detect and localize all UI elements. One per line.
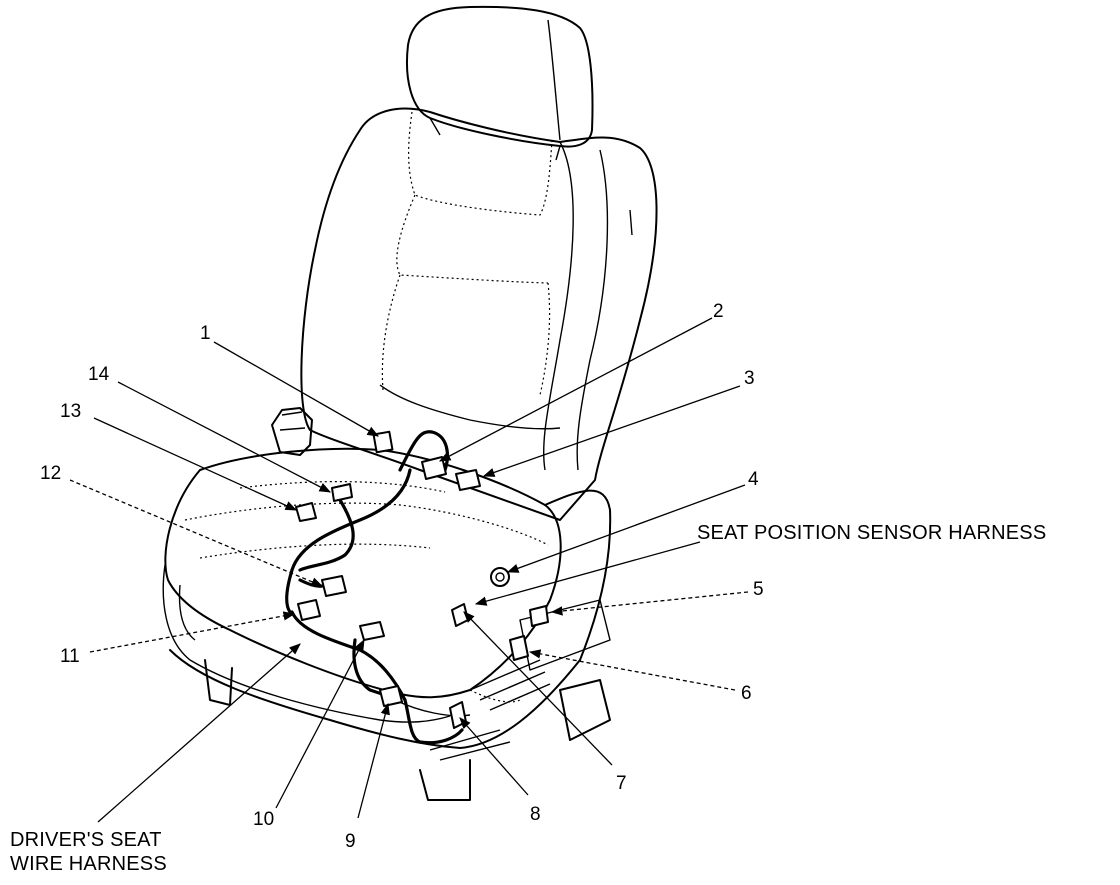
connector-12 — [321, 575, 347, 597]
callout-3: 3 — [744, 368, 755, 389]
callout-labels: 1 2 3 4 SEAT POSITION SENSOR HARNESS 5 6… — [10, 301, 1046, 875]
seat-illustration — [162, 5, 658, 801]
leader-lines — [69, 317, 749, 823]
connectors — [295, 430, 549, 729]
callout-1: 1 — [200, 323, 211, 344]
headrest — [406, 5, 594, 161]
callout-13: 13 — [60, 401, 81, 422]
callout-14: 14 — [88, 364, 110, 385]
connector-3 — [455, 469, 481, 491]
callout-12: 12 — [40, 463, 61, 484]
connector-4 — [490, 567, 510, 587]
callout-5: 5 — [753, 579, 764, 600]
connector-2 — [421, 456, 447, 480]
connector-7 — [451, 603, 469, 627]
connector-5 — [529, 605, 549, 627]
seat-back — [300, 107, 658, 521]
seat-cushion — [162, 447, 612, 801]
connector-8 — [449, 701, 467, 729]
callout-7: 7 — [616, 773, 627, 794]
connector-10 — [359, 621, 385, 641]
callout-6: 6 — [741, 683, 752, 704]
recliner-bracket — [271, 407, 313, 456]
callout-drivers-seat-line2: WIRE HARNESS — [10, 853, 167, 875]
callout-drivers-seat-line1: DRIVER'S SEAT — [10, 829, 162, 851]
callout-seat-position-sensor-harness: SEAT POSITION SENSOR HARNESS — [697, 522, 1046, 544]
connector-1 — [372, 430, 394, 454]
callout-10: 10 — [253, 809, 274, 830]
connector-6 — [509, 635, 529, 661]
callout-8: 8 — [530, 804, 541, 825]
callout-11: 11 — [60, 646, 80, 667]
connector-11 — [297, 599, 321, 621]
connector-14 — [331, 483, 353, 502]
connector-13 — [295, 502, 317, 522]
connector-9 — [379, 685, 403, 707]
callout-4: 4 — [748, 469, 759, 490]
callout-2: 2 — [713, 301, 724, 322]
callout-9: 9 — [345, 831, 356, 852]
